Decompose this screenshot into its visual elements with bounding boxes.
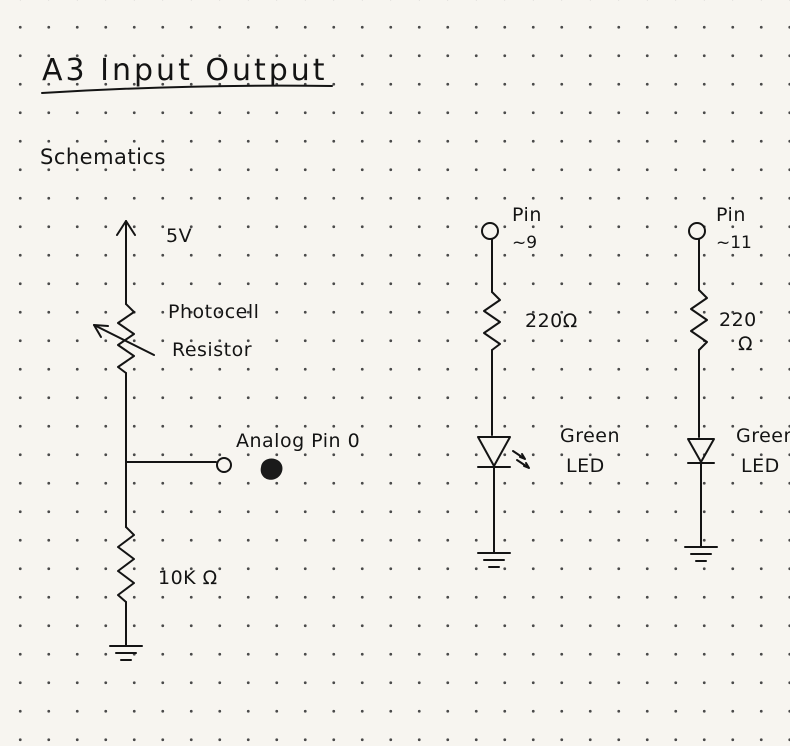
fixed-resistor-label: 10K Ω	[158, 567, 218, 589]
ground-icon	[477, 552, 511, 568]
pin-11-label-line1: Pin	[716, 204, 746, 226]
section-heading: Schematics	[40, 145, 166, 169]
pin-9-terminal	[481, 222, 499, 240]
led-9-label-line2: LED	[566, 455, 605, 477]
ink-smudge	[260, 458, 283, 480]
photocell-circuit: 5V Photocell Resistor Analog Pin 0 10K Ω	[93, 220, 360, 661]
resistor-220-icon	[483, 291, 501, 351]
title-underline	[41, 84, 333, 94]
ground-icon	[684, 546, 718, 562]
sensor-label-line2: Resistor	[172, 339, 252, 361]
pin-9-label-line2: ~9	[512, 233, 537, 253]
pin-9-label-line1: Pin	[512, 204, 542, 226]
led-circuit-pin-11: Pin ~11 220 Ω Green LED	[684, 204, 790, 562]
resistor-11-label-line1: 220	[719, 309, 757, 331]
analog-pin-terminal	[216, 457, 232, 473]
pin-11-label-line2: ~11	[716, 233, 752, 253]
analog-pin-label: Analog Pin 0	[236, 430, 360, 452]
resistor-11-label-line2: Ω	[738, 333, 753, 355]
led-11-label-line2: LED	[741, 455, 780, 477]
led-diode-icon	[477, 436, 511, 467]
fixed-resistor-icon	[117, 526, 135, 603]
variable-resistor-arrow-line	[93, 324, 155, 356]
resistor-220-label: 220Ω	[525, 310, 578, 332]
led-9-label-line1: Green	[560, 425, 620, 447]
led-circuit-pin-9: Pin ~9 220Ω Green LED	[477, 204, 620, 568]
photocell-resistor-icon	[117, 303, 135, 374]
led-diode-icon	[687, 438, 715, 463]
ground-icon	[109, 645, 143, 661]
resistor-220-icon	[690, 289, 708, 351]
page-title: A3 Input Output	[42, 53, 328, 88]
variable-resistor-arrow-head	[93, 324, 109, 338]
light-emission-arrows-icon	[512, 450, 530, 469]
sensor-label-line1: Photocell	[168, 301, 259, 323]
pin-11-terminal	[688, 222, 706, 240]
supply-voltage-label: 5V	[166, 225, 192, 247]
led-11-label-line1: Green	[736, 425, 790, 447]
